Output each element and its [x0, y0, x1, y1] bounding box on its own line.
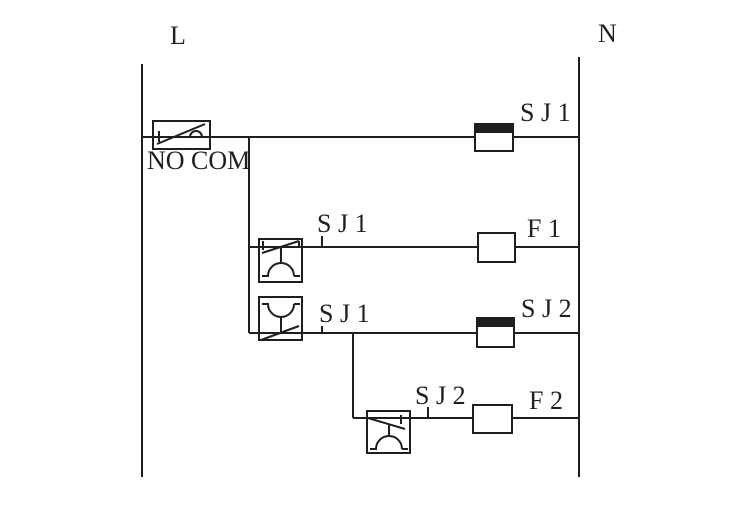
delay-cup: [262, 303, 300, 318]
contact-blade: [261, 240, 300, 254]
coil-label-f1: F 1: [527, 214, 561, 243]
contact-box: [258, 238, 303, 283]
delay-contact-sj1-a: [258, 238, 303, 283]
no-com-switch-symbol: [152, 120, 211, 150]
contact-blade: [260, 325, 300, 341]
wires: [142, 136, 579, 419]
switch-blade: [156, 123, 206, 145]
contact-label-rung3: S J 1: [319, 299, 370, 328]
contact-box: [258, 296, 303, 341]
contact-label-rung2: S J 1: [317, 209, 368, 238]
relay-coil-f2: [472, 404, 513, 434]
switch-label: NO COM: [147, 146, 251, 175]
rail-right-label: N: [598, 19, 617, 48]
coil-label-sj1: S J 1: [520, 98, 571, 127]
switch-box: [152, 120, 211, 150]
timer-coil-bar: [477, 318, 514, 327]
delay-dome: [262, 262, 300, 277]
rail-left-label: L: [170, 21, 186, 50]
contact-blade: [367, 417, 406, 430]
coil-label-sj2: S J 2: [521, 294, 572, 323]
delay-dome: [370, 435, 408, 450]
delay-contact-sj2: [366, 410, 411, 454]
contact-box: [366, 410, 411, 454]
switch-contact-dome: [189, 130, 203, 138]
contact-label-rung4: S J 2: [415, 381, 466, 410]
delay-contact-sj1-b: [258, 296, 303, 341]
coil-label-f2: F 2: [529, 386, 563, 415]
timer-coil-sj1: [474, 123, 514, 152]
relay-coil-f1: [477, 232, 516, 263]
timer-coil-bar: [475, 124, 513, 133]
timer-coil-sj2: [476, 317, 515, 348]
